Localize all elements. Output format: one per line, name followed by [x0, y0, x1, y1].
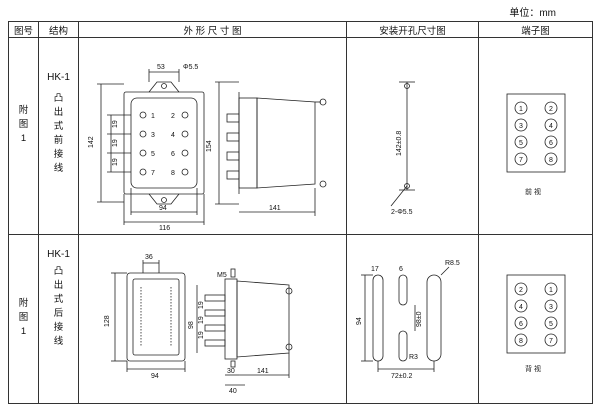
svg-text:2: 2	[171, 113, 175, 120]
dim-overall-h: 128	[104, 315, 111, 327]
svg-text:19: 19	[198, 331, 205, 339]
structure-label: 凸 出 式 后 接 线	[53, 266, 64, 347]
svg-text:3: 3	[151, 132, 155, 139]
mount-r3: R3	[409, 354, 418, 361]
mount-pitch: 72±0.2	[391, 373, 412, 380]
spec-table: 图号 结构 外 形 尺 寸 图 安装开孔尺寸图 端子图 附 图 1 HK-1 凸…	[8, 21, 593, 404]
svg-text:6: 6	[519, 321, 523, 328]
svg-text:5: 5	[151, 151, 155, 158]
mount-dist: 142±0.8	[396, 131, 403, 156]
terminal-drawing-rear: 2 1 4 3 6 5 8 7 背 视	[506, 274, 566, 373]
header-structure: 结构	[38, 21, 79, 38]
terminal-drawing-front: 1 2 3 4 5 6 7 8 前 视	[506, 93, 566, 196]
svg-text:5: 5	[549, 321, 553, 328]
svg-text:7: 7	[549, 338, 553, 345]
dimension-drawing-rear: 36 128 94 M5 98 19 19 19 30 40 141	[104, 254, 293, 395]
svg-text:6: 6	[549, 140, 553, 147]
dim-base-w: 30	[227, 368, 235, 375]
dim-base-d: 40	[229, 388, 237, 395]
svg-text:19: 19	[198, 316, 205, 324]
mount-slot-w: 6	[399, 266, 403, 273]
terminal-view-label: 前 视	[525, 187, 541, 196]
header-fig-no: 图号	[8, 21, 39, 38]
fig-label: 附 图 1	[18, 105, 29, 144]
fig-label: 附 图 1	[18, 298, 29, 337]
model-label: HK-1	[47, 72, 70, 83]
svg-text:19: 19	[112, 139, 119, 147]
terminal-num: 1	[519, 106, 523, 113]
svg-text:19: 19	[112, 158, 119, 166]
dim-overall-h: 142	[88, 136, 95, 148]
header-terminals: 端子图	[478, 21, 593, 38]
svg-text:3: 3	[519, 123, 523, 130]
header-row: 图号 结构 外 形 尺 寸 图 安装开孔尺寸图 端子图	[8, 21, 593, 38]
svg-text:4: 4	[549, 123, 553, 130]
svg-text:1: 1	[549, 287, 553, 294]
svg-text:8: 8	[171, 170, 175, 177]
svg-text:7: 7	[519, 157, 523, 164]
dim-hole: Φ5.5	[183, 64, 198, 71]
svg-text:4: 4	[171, 132, 175, 139]
svg-text:4: 4	[519, 304, 523, 311]
mount-radius: R8.5	[445, 260, 460, 267]
svg-text:3: 3	[549, 304, 553, 311]
row-front-wiring: 附 图 1 HK-1 凸 出 式 前 接 线	[8, 37, 593, 235]
svg-text:1: 1	[151, 113, 155, 120]
dim-outer-w: 116	[159, 225, 170, 232]
dim-inner-w: 94	[151, 373, 159, 380]
structure-label: 凸 出 式 前 接 线	[53, 93, 64, 174]
row-rear-wiring: 附 图 1 HK-1 凸 出 式 后 接 线	[8, 234, 593, 404]
dim-inner-w: 94	[159, 205, 167, 212]
mount-left-w: 17	[371, 266, 379, 273]
terminal-view-label: 背 视	[525, 364, 541, 373]
svg-text:6: 6	[171, 151, 175, 158]
mounting-drawing-rear: 17 6 R8.5 94 98±0 R3 72±0.2	[356, 260, 460, 380]
svg-text:5: 5	[519, 140, 523, 147]
dimension-drawing-front: 53 Φ5.5 142 19 19 19 94 116 154 141 1 2 …	[88, 64, 327, 232]
dim-side-depth: 141	[257, 368, 269, 375]
mount-height: 94	[356, 317, 363, 325]
dim-side-h: 154	[206, 140, 213, 152]
dim-top-width: 36	[145, 254, 153, 261]
mount-holes: 2-Φ5.5	[391, 209, 413, 216]
svg-text:8: 8	[549, 157, 553, 164]
dim-side-h: 98	[188, 321, 195, 329]
svg-text:8: 8	[519, 338, 523, 345]
svg-text:7: 7	[151, 170, 155, 177]
model-label: HK-1	[47, 249, 70, 260]
dim-spacing: 19	[198, 301, 205, 309]
dim-screw: M5	[217, 272, 227, 279]
dim-spacing: 19	[112, 120, 119, 128]
dim-side-depth: 141	[269, 205, 281, 212]
dim-top-width: 53	[157, 64, 165, 71]
header-dimensions: 外 形 尺 寸 图	[78, 21, 347, 38]
terminal-num: 2	[519, 287, 523, 294]
unit-label: 单位：mm	[509, 8, 556, 19]
mount-dist: 98±0	[416, 311, 423, 327]
mounting-drawing-front: 142±0.8 2-Φ5.5	[390, 81, 415, 216]
header-mounting: 安装开孔尺寸图	[346, 21, 479, 38]
svg-text:2: 2	[549, 106, 553, 113]
